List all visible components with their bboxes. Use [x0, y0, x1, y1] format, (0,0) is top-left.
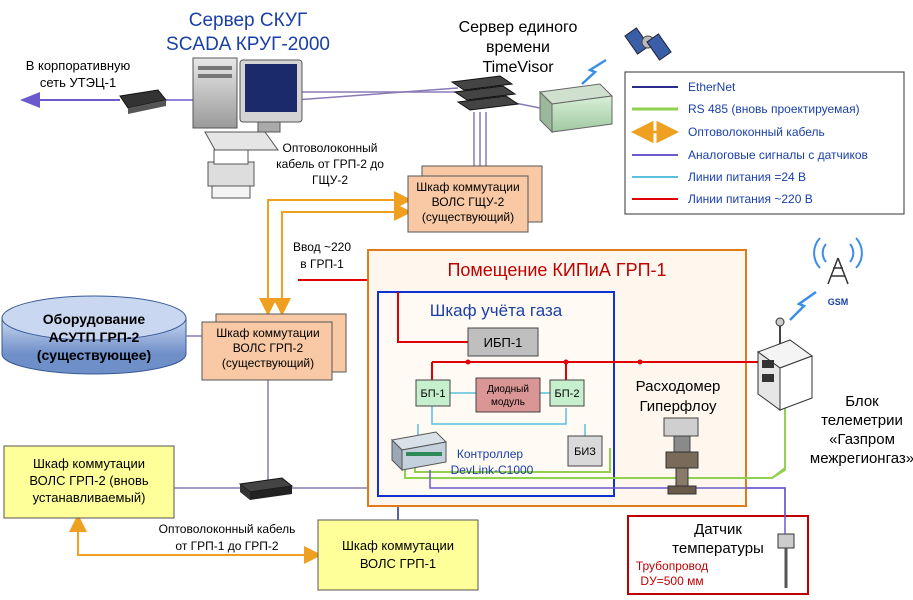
corporate-net-line2: сеть УТЭЦ-1	[40, 75, 116, 90]
asutp-disk: Оборудование АСУТП ГРП-2 (существующее)	[1, 295, 187, 375]
cabinet-grp2-new: Шкаф коммутации ВОЛС ГРП-2 (вновь устана…	[3, 445, 175, 519]
legend-rs485: RS 485 (вновь проектируемая)	[688, 102, 860, 116]
cabinet-gshu2: Шкаф коммутации ВОЛС ГЩУ-2 (существующий…	[407, 165, 543, 233]
cabinet-grp1-line1: Шкаф коммутации	[342, 538, 454, 553]
asutp-line1: Оборудование	[43, 311, 146, 327]
room-title: Помещение КИПиА ГРП-1	[447, 260, 666, 280]
fiber-gshu2-line2: кабель от ГРП-2 до	[276, 157, 384, 171]
controller-line2: DevLink-C1000	[451, 463, 534, 477]
power-input-line1: Ввод ~220	[293, 240, 351, 254]
time-server-line3: TimeVisor	[482, 59, 554, 76]
biz-label: БИЗ	[574, 446, 596, 458]
cabinet-grp2-exist-line3: (существующий)	[222, 356, 314, 370]
switch-bottom-icon	[238, 477, 294, 500]
cabinet-grp2-new-line1: Шкаф коммутации	[33, 456, 145, 471]
router-icon	[119, 89, 167, 114]
psu1-box: БП-1	[415, 379, 451, 407]
diode-module-box: Диодный модуль	[475, 377, 541, 413]
legend: EtherNet RS 485 (вновь проектируемая) Оп…	[624, 71, 905, 215]
asutp-line2: АСУТП ГРП-2	[49, 329, 140, 345]
corporate-net-line1: В корпоративную	[26, 58, 131, 73]
pipe-line2: DУ=500 мм	[640, 574, 703, 588]
cabinet-grp2-exist-line2: ВОЛС ГРП-2	[233, 341, 304, 355]
asutp-line3: (существующее)	[37, 347, 151, 363]
psu2-box: БП-2	[549, 379, 585, 407]
gsm-tower-icon	[813, 237, 863, 285]
telemetry-line2: телеметрии	[821, 412, 903, 429]
fiber-grp1-line2: от ГРП-1 до ГРП-2	[175, 539, 279, 553]
fiber-grp1-line1: Оптоволоконный кабель	[159, 522, 296, 536]
flowmeter-device-icon	[663, 417, 699, 495]
thermometer-icon	[777, 533, 795, 588]
telemetry-line3: «Газпром	[829, 431, 895, 448]
temp-sensor-box: Датчик температуры Трубопровод DУ=500 мм	[627, 515, 809, 595]
biz-box: БИЗ	[567, 435, 603, 467]
legend-ethernet: EtherNet	[688, 80, 736, 94]
temp-sensor-line1: Датчик	[694, 521, 742, 538]
legend-dc24: Линии питания =24 В	[688, 170, 806, 184]
switch-stack-icon	[450, 75, 520, 111]
time-server-line2: времени	[486, 39, 550, 56]
psu2-label: БП-2	[555, 388, 580, 400]
telemetry-line4: межрегионгаз»	[810, 450, 913, 467]
legend-fiber: Оптоволоконный кабель	[688, 125, 825, 139]
time-server-line1: Сервер единого	[459, 19, 578, 36]
cabinet-grp1-line2: ВОЛС ГРП-1	[360, 556, 436, 571]
server-title-line1: Сервер СКУГ	[189, 10, 308, 31]
flowmeter-line1: Расходомер	[636, 378, 721, 395]
diode-line2: модуль	[491, 397, 525, 408]
wireless-signal-icon	[581, 58, 607, 85]
cabinet-gshu2-line1: Шкаф коммутации	[416, 180, 519, 194]
gas-cabinet-title: Шкаф учёта газа	[430, 301, 563, 320]
fiber-lines	[69, 191, 412, 564]
ups-box: ИБП-1	[467, 327, 539, 357]
legend-ac220: Линии питания ~220 В	[688, 192, 813, 206]
diode-line1: Диодный	[487, 384, 529, 395]
cabinet-grp2-existing: Шкаф коммутации ВОЛС ГРП-2 (существующий…	[201, 313, 347, 381]
temp-sensor-line2: температуры	[672, 540, 764, 557]
ups-label: ИБП-1	[484, 335, 523, 350]
cabinet-grp2-new-line3: устанавливаемый)	[33, 490, 146, 505]
gsm-signal-icon	[789, 290, 817, 321]
server-computer-icon	[192, 57, 303, 151]
server-title-line2: SCADA КРУГ-2000	[166, 34, 330, 55]
power-input-line2: в ГРП-1	[300, 257, 344, 271]
pipe-line1: Трубопровод	[636, 559, 708, 573]
fiber-gshu2-line1: Оптоволоконный	[283, 141, 378, 155]
satellite-icon	[624, 27, 672, 61]
time-server-device-icon	[538, 83, 614, 134]
cabinet-grp2-exist-line1: Шкаф коммутации	[216, 326, 319, 340]
psu1-label: БП-1	[421, 388, 446, 400]
cabinet-grp2-new-line2: ВОЛС ГРП-2 (вновь	[29, 473, 149, 488]
fiber-gshu2-line3: ГЩУ-2	[312, 173, 348, 187]
legend-analog: Аналоговые сигналы с датчиков	[688, 148, 868, 162]
telemetry-device-icon	[756, 317, 814, 411]
telemetry-line1: Блок	[845, 393, 879, 410]
cabinet-gshu2-line3: (существующий)	[422, 210, 514, 224]
cabinet-gshu2-line2: ВОЛС ГЩУ-2	[432, 195, 505, 209]
cabinet-grp1: Шкаф коммутации ВОЛС ГРП-1	[317, 519, 479, 591]
flowmeter-line2: Гиперфлоу	[639, 398, 717, 415]
gsm-label: GSM	[828, 297, 849, 307]
printer-icon	[207, 149, 255, 199]
controller-device-icon	[390, 431, 448, 472]
controller-line1: Контроллер	[457, 447, 524, 461]
